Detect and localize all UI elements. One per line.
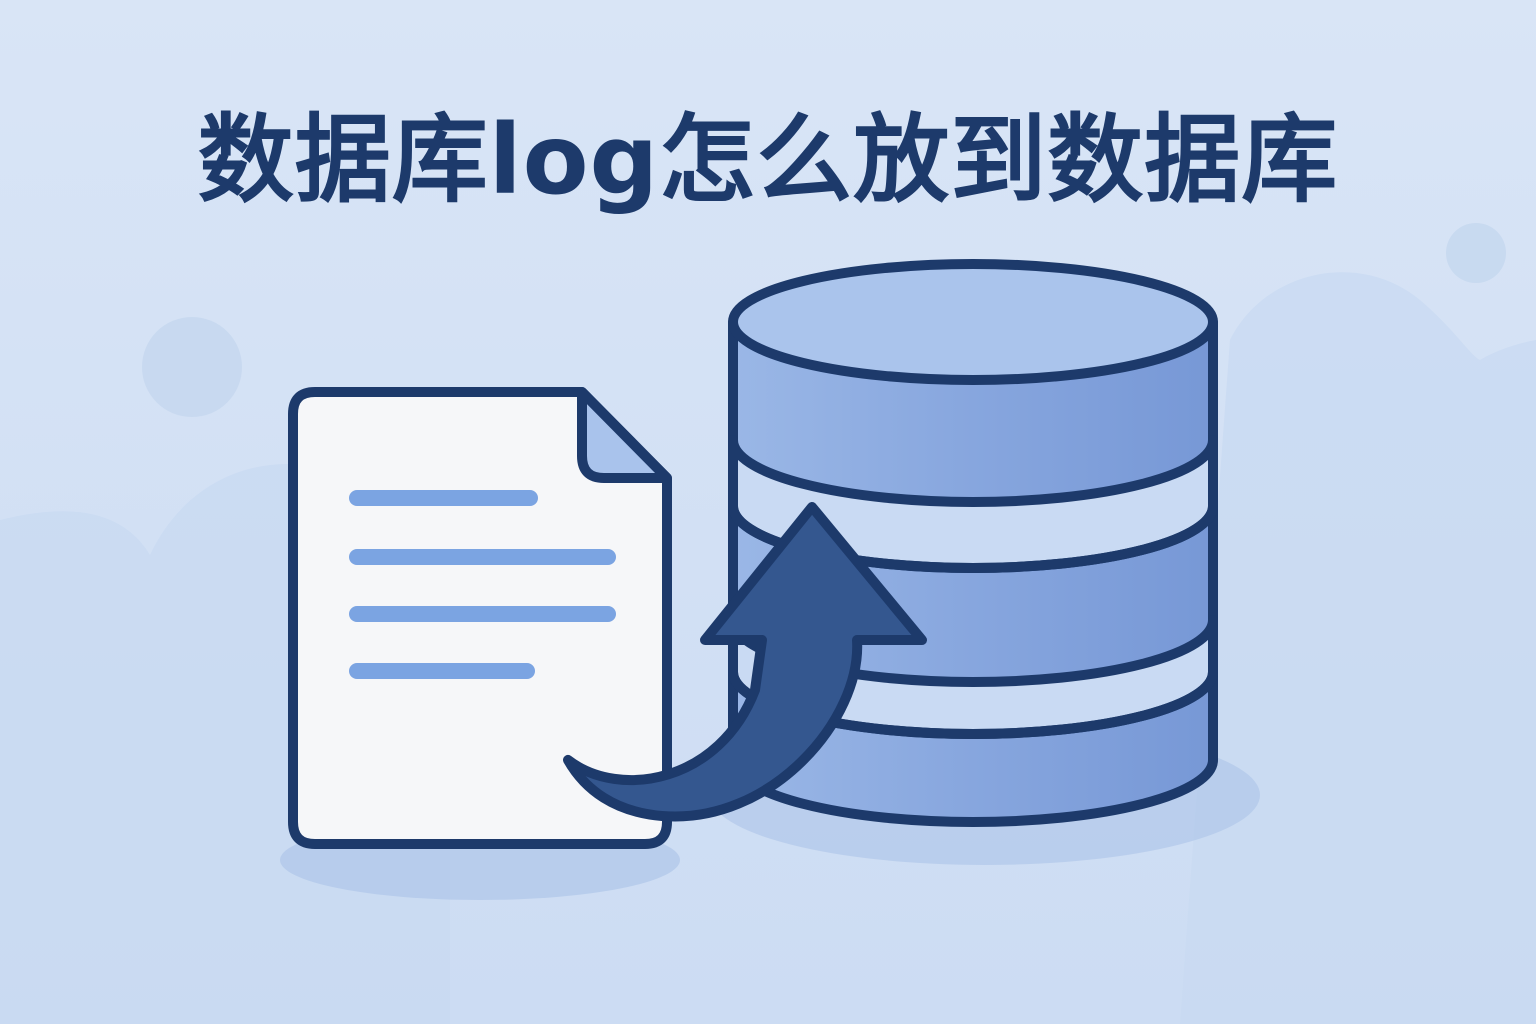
upload-arrow-icon (563, 502, 927, 822)
database-icon (728, 259, 1218, 827)
page-title: 数据库log怎么放到数据库 (197, 104, 1339, 216)
background-bubble (142, 317, 242, 417)
log-file-icon (288, 387, 672, 849)
background-bubble (1446, 223, 1506, 283)
